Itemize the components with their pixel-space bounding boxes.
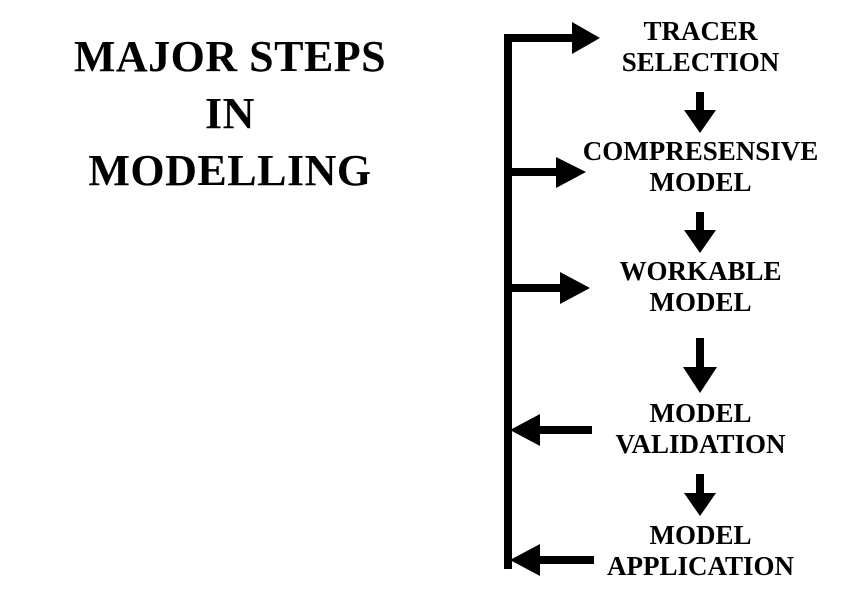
- arrowhead-down-tracer-to-comprehensive: [684, 110, 716, 133]
- title-line-2: IN: [205, 89, 255, 139]
- stage-comprehensive-model-line2: MODEL: [649, 166, 752, 197]
- stage-workable-model-line1: WORKABLE: [619, 256, 782, 286]
- title-line-1: MAJOR STEPS: [73, 32, 387, 81]
- page-title: MAJOR STEPS IN MODELLING: [0, 28, 460, 200]
- arrowhead-left-from-model-validation: [510, 414, 540, 446]
- stage-model-application-line2: APPLICATION: [606, 550, 794, 581]
- arrowhead-down-comprehensive-to-workable: [684, 230, 716, 253]
- stage-model-validation-line1: MODEL: [649, 398, 752, 428]
- arrowhead-left-from-model-application: [510, 544, 540, 576]
- stage-workable-model-line2: MODEL: [649, 286, 752, 317]
- title-line-3: MODELLING: [88, 146, 372, 196]
- stage-model-validation-line2: VALIDATION: [615, 428, 786, 459]
- stage-workable-model: WORKABLE MODEL: [545, 256, 856, 318]
- arrowhead-down-workable-to-validation: [683, 367, 717, 393]
- stage-comprehensive-model: COMPRESENSIVE MODEL: [545, 136, 856, 198]
- arrowhead-down-validation-to-application: [684, 493, 716, 516]
- stage-model-application: MODEL APPLICATION: [545, 520, 856, 582]
- stage-tracer-selection-line2: SELECTION: [621, 46, 780, 77]
- stage-comprehensive-model-line1: COMPRESENSIVE: [582, 136, 819, 166]
- stage-tracer-selection-line1: TRACER: [643, 16, 758, 46]
- stage-model-application-line1: MODEL: [649, 520, 752, 550]
- stage-tracer-selection: TRACER SELECTION: [545, 16, 856, 78]
- stage-model-validation: MODEL VALIDATION: [545, 398, 856, 460]
